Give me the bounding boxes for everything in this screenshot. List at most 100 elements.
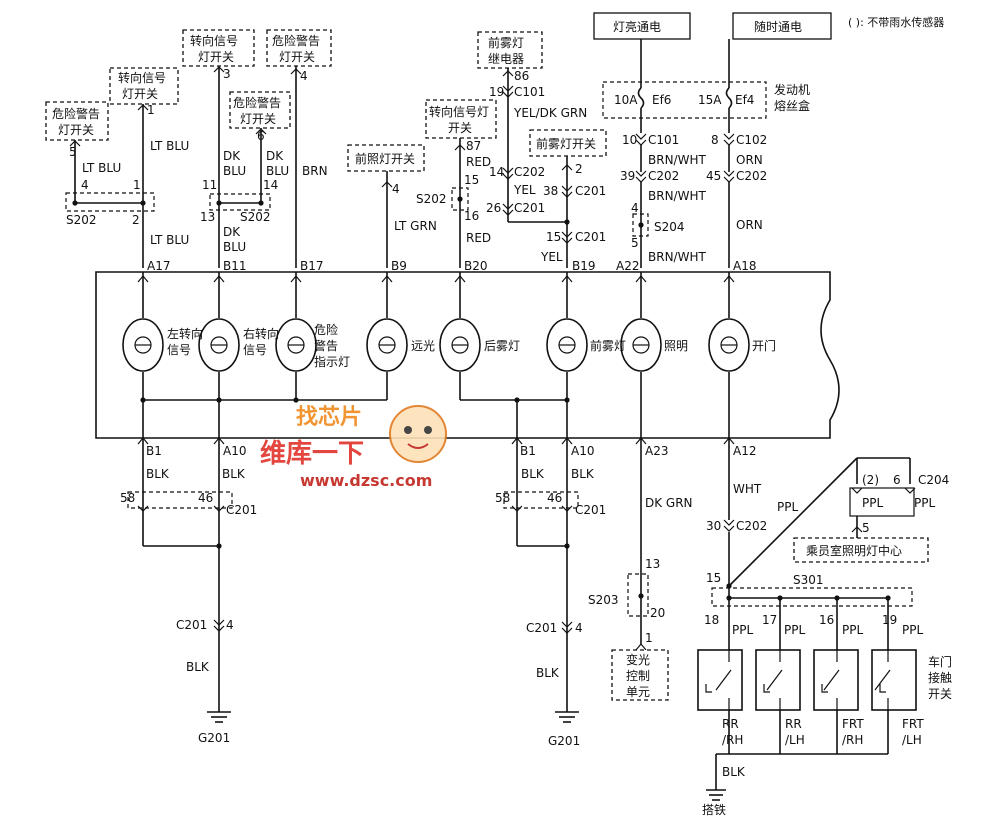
lamps-on-power-box xyxy=(593,12,691,40)
pin-5-s204: 5 xyxy=(631,236,639,250)
turn-c-label-2: 开关 xyxy=(448,121,472,135)
dimmer-label-2: 控制 xyxy=(626,669,650,683)
hazard-a-label-2: 灯开关 xyxy=(58,123,94,137)
interior-center-label: 乘员室照明灯中心 xyxy=(806,543,902,558)
door-switch-frt-lh xyxy=(871,649,917,711)
s202-label-b: S202 xyxy=(240,210,271,224)
hazard-switch-a xyxy=(45,101,109,141)
wire-ppl-diagonal xyxy=(728,457,858,587)
hazard-b-label-1: 危险警告 xyxy=(272,33,320,48)
bottom-pin-a10-right: A10 xyxy=(571,444,594,458)
pin-46-right: 46 xyxy=(547,491,562,505)
headlamp-switch xyxy=(347,144,425,172)
pin-26: 26 xyxy=(486,201,501,215)
hazard-c-label-1: 危险警告 xyxy=(233,95,281,110)
pin-30: 30 xyxy=(706,519,721,533)
door-rr-lh-pos: RR xyxy=(785,717,802,731)
door-rr-rh-pos: RR xyxy=(722,717,739,731)
front-fog-switch xyxy=(529,129,607,157)
pin-16: 16 xyxy=(464,209,479,223)
lamp-rear-fog-label: 后雾灯 xyxy=(484,339,520,353)
wire-lt-blu-2: LT BLU xyxy=(150,233,189,247)
c201-label-relay: C201 xyxy=(514,201,545,215)
top-pin-b11: B11 xyxy=(223,259,247,273)
fog-relay-label-2: 继电器 xyxy=(488,52,524,66)
pin-8: 8 xyxy=(711,133,719,147)
watermark-brand: 找芯片 xyxy=(296,405,362,430)
bottom-pin-a12: A12 xyxy=(733,444,756,458)
pin-15-c201: 15 xyxy=(546,230,561,244)
pin-14-c202: 14 xyxy=(489,165,504,179)
pin-4-ground-right: 4 xyxy=(575,621,583,635)
pin-45: 45 xyxy=(706,169,721,183)
pin-14-s202b: 14 xyxy=(263,178,278,192)
pin-4-s204: 4 xyxy=(631,201,639,215)
lamp-hazard-label-2: 警告 xyxy=(314,338,338,353)
pin-10: 10 xyxy=(622,133,637,147)
pin-5-c204: 5 xyxy=(862,521,870,535)
s202-splice-a xyxy=(65,192,155,212)
c204-label: C204 xyxy=(918,473,949,487)
c201-connector-left xyxy=(127,491,233,509)
ground-g201-left: G201 xyxy=(198,731,230,745)
ground-g201-right: G201 xyxy=(548,734,580,748)
c204-block xyxy=(849,487,915,517)
note-text: ( ): 不带雨水传感器 xyxy=(848,16,944,29)
hazard-a-label-1: 危险警告 xyxy=(52,106,100,121)
lamp-high-beam-label: 远光 xyxy=(411,339,435,353)
door-switch-rr-rh xyxy=(697,649,743,711)
wire-ppl-d4: PPL xyxy=(902,623,923,637)
wire-blu-3: BLU xyxy=(223,240,246,254)
watermark: 找芯片 维库一下 www.dzsc.com xyxy=(260,405,447,490)
lamp-left-turn-label-1: 左转向 xyxy=(167,326,203,341)
s301-label: S301 xyxy=(793,573,824,587)
s203-label: S203 xyxy=(588,593,619,607)
pin-11: 11 xyxy=(202,178,217,192)
wire-ppl-d2: PPL xyxy=(784,623,805,637)
pin-1-s202a: 1 xyxy=(133,178,141,192)
dimmer-control-unit xyxy=(611,649,669,701)
s204-splice xyxy=(632,213,649,237)
lamp-right-turn-label-2: 信号 xyxy=(243,343,267,357)
fuse-ef6-name: Ef6 xyxy=(652,93,671,107)
top-pin-arrows xyxy=(137,275,735,283)
pin-2-paren: (2) xyxy=(862,473,879,487)
wire-blk-r2: BLK xyxy=(571,467,595,481)
pin-18: 18 xyxy=(704,613,719,627)
pin-1-dimmer: 1 xyxy=(645,631,653,645)
wire-brn-wht-3: BRN/WHT xyxy=(648,250,706,264)
c201-label-right: C201 xyxy=(575,503,606,517)
pin-15-s202c: 15 xyxy=(464,173,479,187)
s202-label-c: S202 xyxy=(416,192,447,206)
c101-label-relay: C101 xyxy=(514,85,545,99)
wire-yel-dk-grn: YEL/DK GRN xyxy=(513,106,587,120)
pin-4-s202a: 4 xyxy=(81,178,89,192)
interior-lamp-center xyxy=(793,537,929,563)
pin-46-left: 46 xyxy=(198,491,213,505)
bottom-pin-b1-left: B1 xyxy=(146,444,162,458)
lamps-on-label: 灯亮通电 xyxy=(613,19,661,34)
wire-blk-r3: BLK xyxy=(536,666,560,680)
hazard-b-label-2: 灯开关 xyxy=(279,50,315,64)
door-rr-rh-side: /RH xyxy=(722,733,743,747)
c201-label-left: C201 xyxy=(226,503,257,517)
pin-5-hazard-a: 5 xyxy=(69,145,77,159)
fuse-box-label-1: 发动机 xyxy=(774,82,810,97)
pin-4-ground-left: 4 xyxy=(226,618,234,632)
top-pin-b19: B19 xyxy=(572,259,596,273)
pin-6-c204: 6 xyxy=(893,473,901,487)
wire-brn: BRN xyxy=(302,164,328,178)
fog-relay-label-1: 前雾灯 xyxy=(488,35,524,50)
pin-3-turn-b: 3 xyxy=(223,67,231,81)
wire-wht: WHT xyxy=(733,482,762,496)
door-frt-rh-side: /RH xyxy=(842,733,863,747)
pin-16-s301: 16 xyxy=(819,613,834,627)
pin-17: 17 xyxy=(762,613,777,627)
wire-lt-blu-hazard: LT BLU xyxy=(82,161,121,175)
hazard-switch-b xyxy=(266,29,332,67)
door-switch-label-1: 车门 xyxy=(928,654,952,669)
pin-86: 86 xyxy=(514,69,529,83)
pin-15-s301: 15 xyxy=(706,571,721,585)
